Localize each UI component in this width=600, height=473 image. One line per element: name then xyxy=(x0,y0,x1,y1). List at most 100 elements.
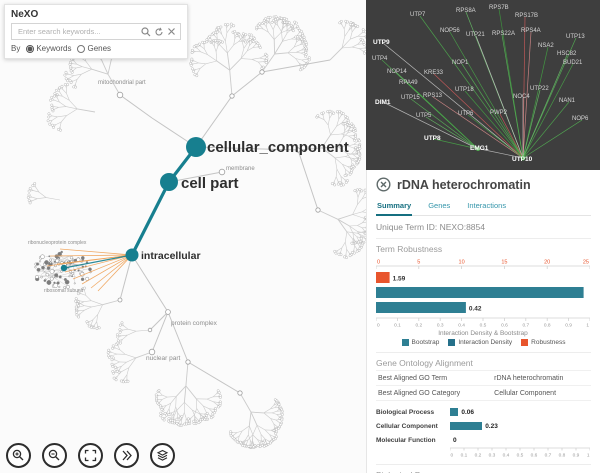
svg-text:0.1: 0.1 xyxy=(394,323,401,329)
gene-node-utp9[interactable]: UTP9 xyxy=(373,39,390,46)
legend-label: Bootstrap xyxy=(411,339,440,346)
search-by-genes[interactable]: Genes xyxy=(77,44,111,53)
gene-node-nop56[interactable]: NOP56 xyxy=(440,28,460,34)
detail-tabs: Summary Genes Interactions xyxy=(376,198,591,216)
svg-text:0.9: 0.9 xyxy=(573,453,580,459)
clear-icon[interactable] xyxy=(167,27,176,36)
gene-node-utp15[interactable]: UTP15 xyxy=(401,95,420,101)
gene-node-utp7[interactable]: UTP7 xyxy=(410,12,426,18)
gene-node-utp10[interactable]: UTP10 xyxy=(512,156,533,163)
tab-genes[interactable]: Genes xyxy=(428,201,451,210)
alignment-row-label: Best Aligned GO Category xyxy=(376,385,493,401)
gene-node-utp6[interactable]: UTP6 xyxy=(458,111,474,117)
gene-node-rpa49[interactable]: RPA49 xyxy=(399,80,418,86)
gene-node-rps13[interactable]: RPS13 xyxy=(423,93,443,99)
svg-text:0: 0 xyxy=(377,323,380,329)
genes-radio[interactable] xyxy=(77,44,86,53)
zoom-in-button[interactable] xyxy=(6,443,31,468)
go-chart-row: Molecular Function 0 xyxy=(376,433,591,447)
term-node-intracellular[interactable] xyxy=(125,248,139,262)
reset-icon[interactable] xyxy=(154,27,164,37)
expand-all-icon xyxy=(122,450,132,461)
go-bar xyxy=(450,408,459,416)
gene-node-nop1[interactable]: NOP1 xyxy=(452,60,469,66)
gene-network-canvas[interactable] xyxy=(366,0,600,170)
gene-node-nop14[interactable]: NOP14 xyxy=(387,69,407,75)
gene-node-bud21[interactable]: BUD21 xyxy=(563,60,583,66)
gene-node-utp5[interactable]: UTP5 xyxy=(416,113,432,119)
zoom-in-icon xyxy=(12,449,24,461)
gene-node-hsc82[interactable]: HSC82 xyxy=(557,51,577,57)
go-bar xyxy=(450,422,483,430)
term-node-cell-part[interactable] xyxy=(160,173,178,191)
gene-node-utp8[interactable]: UTP8 xyxy=(424,135,441,142)
ontology-tree-canvas[interactable] xyxy=(0,0,366,473)
zoom-out-button[interactable] xyxy=(42,443,67,468)
gene-node-utp13[interactable]: UTP13 xyxy=(566,34,585,40)
keywords-radio-label: Keywords xyxy=(36,44,72,53)
keywords-radio[interactable] xyxy=(26,44,35,53)
svg-text:0.1: 0.1 xyxy=(461,453,468,459)
go-category-chart: Biological Process 0.06 Cellular Compone… xyxy=(376,405,591,458)
svg-text:0.2: 0.2 xyxy=(415,323,422,329)
gene-node-dim1[interactable]: DIM1 xyxy=(375,99,391,106)
chart-legend: Bootstrap Interaction Density Robustness xyxy=(376,339,591,346)
fit-to-screen-button[interactable] xyxy=(78,443,103,468)
search-by-row: By Keywords Genes xyxy=(11,44,181,53)
expand-all-button[interactable] xyxy=(114,443,139,468)
legend-swatch-interaction-density xyxy=(448,339,456,346)
gene-node-nsa2[interactable]: NSA2 xyxy=(538,43,554,49)
svg-text:Interaction Density & Bootstra: Interaction Density & Bootstrap xyxy=(438,330,528,337)
svg-text:0: 0 xyxy=(451,453,454,459)
gene-node-noc4[interactable]: NOC4 xyxy=(513,94,530,100)
term-node-cellular-component[interactable] xyxy=(186,137,206,157)
gene-node-rps8a[interactable]: RPS8A xyxy=(456,8,476,14)
gene-node-rps17b[interactable]: RPS17B xyxy=(515,13,539,19)
search-box xyxy=(11,23,181,40)
gene-node-rps7b[interactable]: RPS7B xyxy=(489,5,509,11)
gene-node-nop6[interactable]: NOP6 xyxy=(572,116,589,122)
search-input[interactable] xyxy=(16,26,138,37)
go-bar-value: 0 xyxy=(453,436,457,444)
go-category-label: Cellular Component xyxy=(376,422,438,430)
gene-node-rps22a[interactable]: RPS22A xyxy=(492,31,516,37)
gene-node-rps4a[interactable]: RPS4A xyxy=(521,28,541,34)
go-bar-value: 0.23 xyxy=(485,422,498,430)
tab-summary[interactable]: Summary xyxy=(376,198,413,216)
close-icon[interactable] xyxy=(376,177,391,192)
search-by-label: By xyxy=(11,44,21,53)
gene-node-utp21[interactable]: UTP21 xyxy=(466,32,485,38)
legend-item-robustness: Robustness xyxy=(521,339,566,346)
svg-text:0.3: 0.3 xyxy=(489,453,496,459)
gene-node-utp22[interactable]: UTP22 xyxy=(530,86,549,92)
svg-text:0.8: 0.8 xyxy=(544,323,551,329)
tab-interactions[interactable]: Interactions xyxy=(467,201,507,210)
svg-text:0.6: 0.6 xyxy=(501,323,508,329)
gene-node-pwp2[interactable]: PWP2 xyxy=(490,110,508,116)
gene-node-utp18[interactable]: UTP18 xyxy=(455,87,474,93)
svg-text:1.59: 1.59 xyxy=(393,276,406,283)
go-alignment-table: Best Aligned GO Term rDNA heterochromati… xyxy=(376,370,591,401)
layers-button[interactable] xyxy=(150,443,175,468)
svg-text:15: 15 xyxy=(501,260,507,266)
go-bar-value: 0.06 xyxy=(461,408,475,416)
gene-node-kre33[interactable]: KRE33 xyxy=(424,70,444,76)
svg-text:5: 5 xyxy=(417,260,420,266)
svg-text:0.9: 0.9 xyxy=(565,323,572,329)
genes-radio-label: Genes xyxy=(87,44,112,53)
svg-text:0.6: 0.6 xyxy=(531,453,538,459)
search-by-keywords[interactable]: Keywords xyxy=(26,44,71,53)
svg-text:0.5: 0.5 xyxy=(517,453,524,459)
svg-text:0.42: 0.42 xyxy=(469,306,482,313)
gene-node-utp4[interactable]: UTP4 xyxy=(372,56,388,62)
svg-text:0.2: 0.2 xyxy=(475,453,482,459)
search-icon[interactable] xyxy=(141,26,151,37)
table-row: Best Aligned GO Category Cellular Compon… xyxy=(376,385,591,401)
gene-node-nan1[interactable]: NAN1 xyxy=(559,98,576,104)
gene-node-emg1[interactable]: EMG1 xyxy=(470,145,489,152)
unique-term-id: Unique Term ID: NEXO:8854 xyxy=(376,222,485,232)
